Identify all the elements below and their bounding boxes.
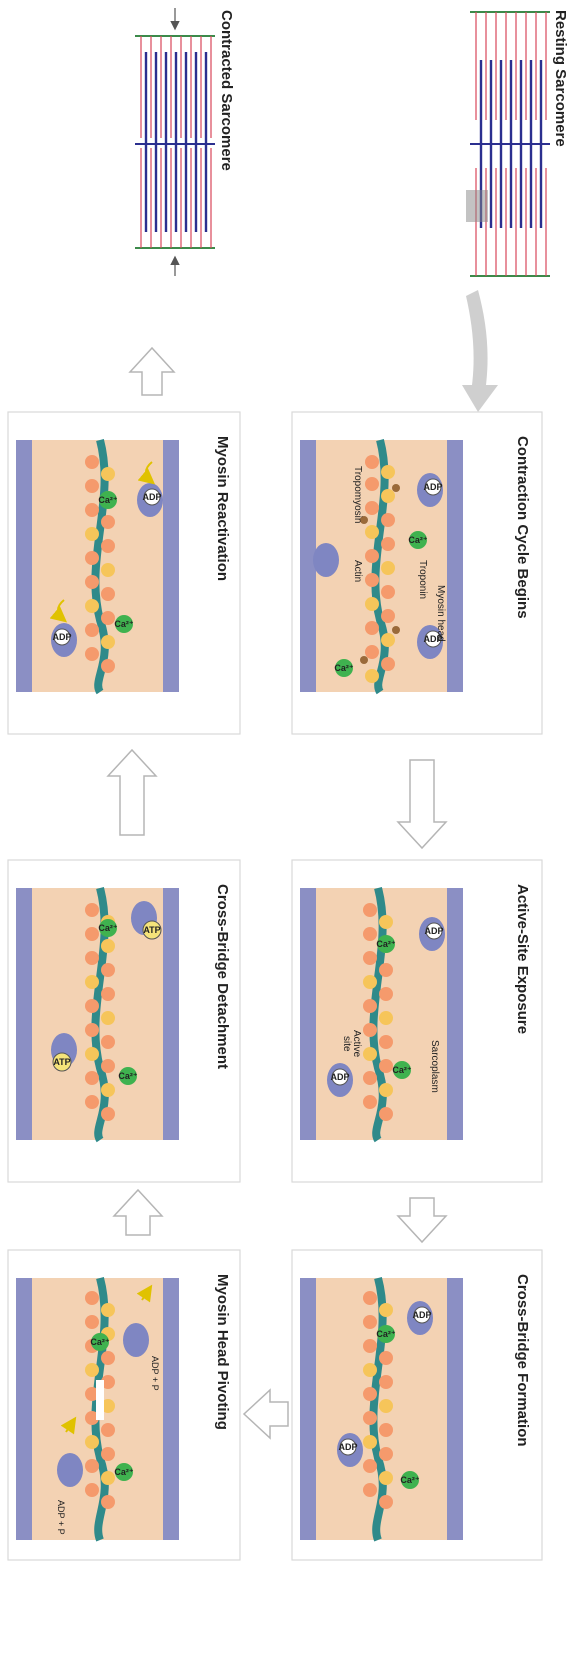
contracted-sarcomere: Contracted Sarcomere <box>135 8 235 276</box>
label-myosin-head: Myosin head <box>435 585 446 642</box>
flow-arrow-down <box>398 760 446 848</box>
flow-arrow-up <box>114 1190 162 1235</box>
title-contracted: Contracted Sarcomere <box>218 10 235 171</box>
calcium-label: Ca²⁺ <box>114 619 134 629</box>
adp-label: ADP <box>412 1310 431 1320</box>
zoom-arrow <box>462 290 498 412</box>
calcium-label: Ca²⁺ <box>400 1475 420 1485</box>
flow-arrow-up <box>108 750 156 835</box>
label-sarcoplasm: Sarcoplasm <box>429 1040 440 1093</box>
label-actin: Actin <box>352 560 363 582</box>
atp-label: ATP <box>143 925 160 935</box>
calcium-label: Ca²⁺ <box>90 1337 110 1347</box>
calcium-label: Ca²⁺ <box>408 535 428 545</box>
panel-cross-bridge-detachment: Ca²⁺ Ca²⁺ ATP ATP Cross-Bridge Detachmen… <box>8 860 240 1182</box>
sliding-arrow <box>96 1380 104 1420</box>
atp-label: ATP <box>53 1057 70 1067</box>
flow-arrow-up <box>130 348 174 395</box>
title-resting: Resting Sarcomere <box>552 10 569 147</box>
adp-label: ADP <box>52 632 71 642</box>
calcium-label: Ca²⁺ <box>114 1467 134 1477</box>
calcium-label: Ca²⁺ <box>376 939 396 949</box>
title-myosin-head-pivoting: Myosin Head Pivoting <box>214 1274 231 1430</box>
label-site: site <box>341 1036 352 1052</box>
calcium-label: Ca²⁺ <box>376 1329 396 1339</box>
title-active-site-exposure: Active-Site Exposure <box>514 884 531 1034</box>
flow-arrow-left <box>244 1390 288 1438</box>
panel-contraction-cycle-begins: ADP ADP Ca²⁺ Ca²⁺ Myosin head Troponin T… <box>292 412 542 734</box>
label-troponin: Troponin <box>417 560 428 599</box>
adp-label: ADP <box>423 482 442 492</box>
calcium-label: Ca²⁺ <box>392 1065 412 1075</box>
panel-myosin-reactivation: Ca²⁺ Ca²⁺ ADP ADP Myosin Reactivation <box>8 412 240 734</box>
calcium-label: Ca²⁺ <box>334 663 354 673</box>
calcium-label: Ca²⁺ <box>118 1071 138 1081</box>
panel-active-site-exposure: Ca²⁺ Ca²⁺ ADP ADP Sarcoplasm Active site… <box>292 860 542 1182</box>
zoom-box <box>466 190 488 222</box>
adp-label: ADP <box>424 926 443 936</box>
panel-cross-bridge-formation: Ca²⁺ Ca²⁺ ADP ADP Cross-Bridge Formation <box>292 1250 542 1560</box>
adp-label: ADP <box>338 1442 357 1452</box>
adp-label: ADP <box>142 492 161 502</box>
title-contraction-cycle-begins: Contraction Cycle Begins <box>514 436 531 619</box>
title-myosin-reactivation: Myosin Reactivation <box>214 436 231 581</box>
adp-plus-p-label: ADP + P <box>150 1356 160 1391</box>
title-cross-bridge-detachment: Cross-Bridge Detachment <box>214 884 231 1069</box>
adp-label: ADP <box>330 1072 349 1082</box>
calcium-label: Ca²⁺ <box>98 495 118 505</box>
calcium-label: Ca²⁺ <box>98 923 118 933</box>
resting-sarcomere: Resting Sarcomere <box>466 8 569 278</box>
title-cross-bridge-formation: Cross-Bridge Formation <box>514 1274 531 1447</box>
panel-myosin-head-pivoting: Ca²⁺ Ca²⁺ ADP + P ADP + P Myosin Head Pi… <box>8 1250 240 1560</box>
flow-arrow-down <box>398 1198 446 1242</box>
adp-plus-p-label: ADP + P <box>56 1500 66 1535</box>
label-tropomyosin: Tropomyosin <box>352 466 363 523</box>
